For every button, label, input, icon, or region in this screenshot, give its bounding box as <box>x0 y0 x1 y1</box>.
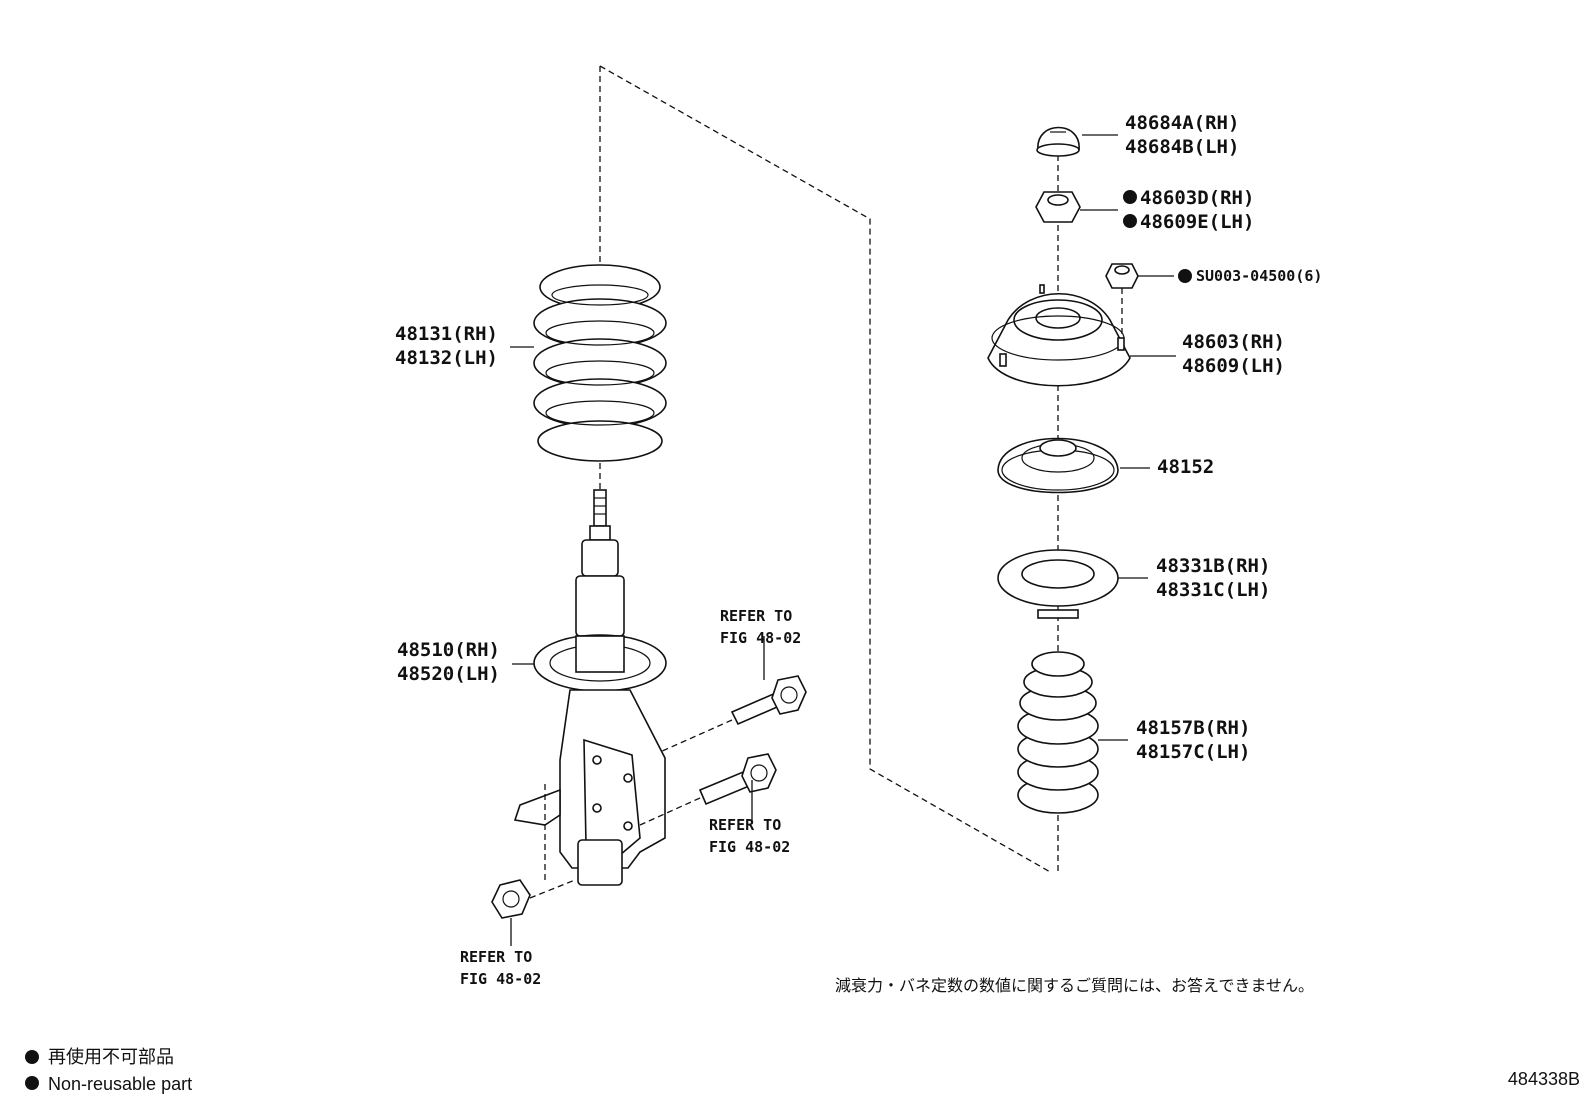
legend-dot-en <box>25 1076 39 1090</box>
label-support-lh: 48609(LH) <box>1182 355 1285 377</box>
label-support-rh: 48603(RH) <box>1182 331 1285 353</box>
legend-en: Non-reusable part <box>48 1074 192 1094</box>
suspension-support <box>987 284 1131 387</box>
label-insulator-rh: 48331B(RH) <box>1156 555 1270 577</box>
label-refer-bolt-bottom-2: FIG 48-02 <box>709 838 790 856</box>
japanese-note: 減衰力・バネ定数の数値に関するご質問には、お答えできません。 <box>835 976 1314 995</box>
label-refer-nut-2: FIG 48-02 <box>460 970 541 988</box>
non-reusable-dot-nut-rh <box>1123 190 1137 204</box>
label-refer-bolt-top-1: REFER TO <box>720 607 792 625</box>
label-nut-lh: 48609E(LH) <box>1140 211 1254 233</box>
label-cap-lh: 48684B(LH) <box>1125 136 1239 158</box>
label-strut-rh: 48510(RH) <box>397 639 500 661</box>
label-insulator-lh: 48331C(LH) <box>1156 579 1270 601</box>
non-reusable-dot-nut-lh <box>1123 214 1137 228</box>
coil-spring <box>533 264 667 462</box>
label-seat-upper: 48152 <box>1157 456 1214 478</box>
label-mount-nut: SU003-04500(6) <box>1196 267 1322 285</box>
label-cap-rh: 48684A(RH) <box>1125 112 1239 134</box>
label-refer-bolt-top-2: FIG 48-02 <box>720 629 801 647</box>
bump-stopper <box>1017 651 1099 814</box>
label-bumper-rh: 48157B(RH) <box>1136 717 1250 739</box>
assembly-dashed-outline <box>599 65 1053 874</box>
dust-cap <box>1036 126 1080 157</box>
label-nut-rh: 48603D(RH) <box>1140 187 1254 209</box>
non-reusable-dot-mount-nut <box>1178 269 1192 283</box>
camber-bolt-lower <box>639 753 777 826</box>
camber-bolt-upper <box>659 675 807 753</box>
upper-spring-seat <box>997 437 1119 494</box>
figure-id: 484338B <box>1508 1069 1580 1089</box>
mount-nut-small <box>1105 263 1139 338</box>
legend-dot-jp <box>25 1050 39 1064</box>
piston-rod-nut <box>1035 191 1081 223</box>
legend-jp: 再使用不可部品 <box>48 1047 174 1067</box>
label-bumper-lh: 48157C(LH) <box>1136 741 1250 763</box>
label-spring-rh: 48131(RH) <box>395 323 498 345</box>
flange-nut-lower <box>491 879 576 946</box>
label-spring-lh: 48132(LH) <box>395 347 498 369</box>
label-refer-nut-1: REFER TO <box>460 948 532 966</box>
label-refer-bolt-bottom-1: REFER TO <box>709 816 781 834</box>
label-strut-lh: 48520(LH) <box>397 663 500 685</box>
shock-absorber <box>513 489 667 886</box>
leader-lines <box>510 134 1176 822</box>
